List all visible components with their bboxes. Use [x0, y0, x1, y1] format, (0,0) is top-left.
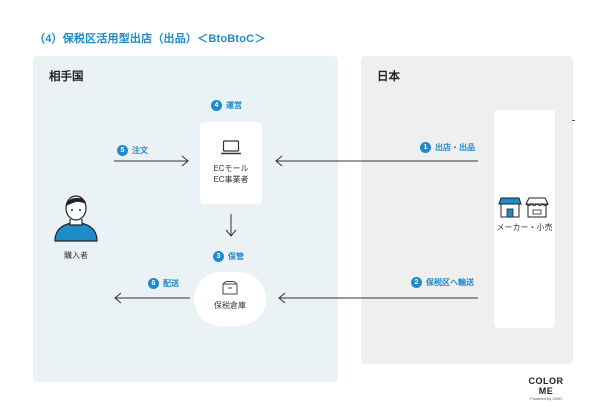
- logo-wordmark: COLOR ME: [528, 376, 564, 396]
- step-1-listing: 1 出店・出品: [420, 142, 475, 153]
- region-japan-label: 日本: [377, 71, 400, 83]
- maker-retailer-label: メーカー・小売: [496, 223, 553, 232]
- shop-icon: [525, 197, 549, 218]
- step-5-label: 注文: [132, 146, 148, 155]
- edge-tick: [572, 120, 575, 121]
- ec-mall-card: ECモール EC事業者: [200, 122, 262, 204]
- ec-mall-label: ECモール: [213, 164, 249, 173]
- step-3-label: 保管: [228, 252, 244, 261]
- arrow-transport: [278, 292, 478, 304]
- bonded-warehouse-label: 保税倉庫: [214, 301, 246, 310]
- logo-tagline: Powered by GMO: [530, 396, 562, 401]
- maker-retailer-card: メーカー・小売: [494, 110, 555, 328]
- step-6-badge: 6: [148, 278, 159, 289]
- step-4-label: 運営: [226, 101, 242, 110]
- step-6-label: 配送: [163, 279, 179, 288]
- colorme-logo: COLOR ME Powered by GMO: [521, 376, 571, 402]
- bonded-warehouse-node: 保税倉庫: [194, 272, 266, 326]
- step-3-badge: 3: [213, 251, 224, 262]
- store-icon: [498, 197, 522, 218]
- box-icon: [222, 281, 238, 295]
- step-5-badge: 5: [117, 145, 128, 156]
- laptop-icon: [221, 140, 241, 155]
- step-6-delivery: 6 配送: [148, 278, 179, 289]
- step-4-badge: 4: [211, 100, 222, 111]
- region-abroad: 相手国: [33, 56, 338, 382]
- buyer-label: 購入者: [64, 251, 88, 260]
- step-5-order: 5 注文: [117, 145, 148, 156]
- step-3-storage: 3 保管: [213, 251, 244, 262]
- step-4-operation: 4 運営: [211, 100, 242, 111]
- arrow-delivery: [114, 292, 190, 304]
- arrow-store: [225, 214, 237, 237]
- step-2-badge: 2: [411, 277, 422, 288]
- ec-operator-label: EC事業者: [213, 175, 249, 184]
- step-1-badge: 1: [420, 142, 431, 153]
- person-icon: [54, 195, 98, 242]
- step-1-label: 出店・出品: [435, 143, 475, 152]
- region-abroad-label: 相手国: [49, 71, 84, 83]
- step-2-transport: 2 保税区へ輸送: [411, 277, 474, 288]
- arrow-order: [114, 155, 189, 167]
- step-2-label: 保税区へ輸送: [426, 278, 474, 287]
- arrow-listing: [275, 155, 478, 167]
- diagram-title: （4）保税区活用型出店（出品）＜BtoBtoC＞: [34, 33, 266, 45]
